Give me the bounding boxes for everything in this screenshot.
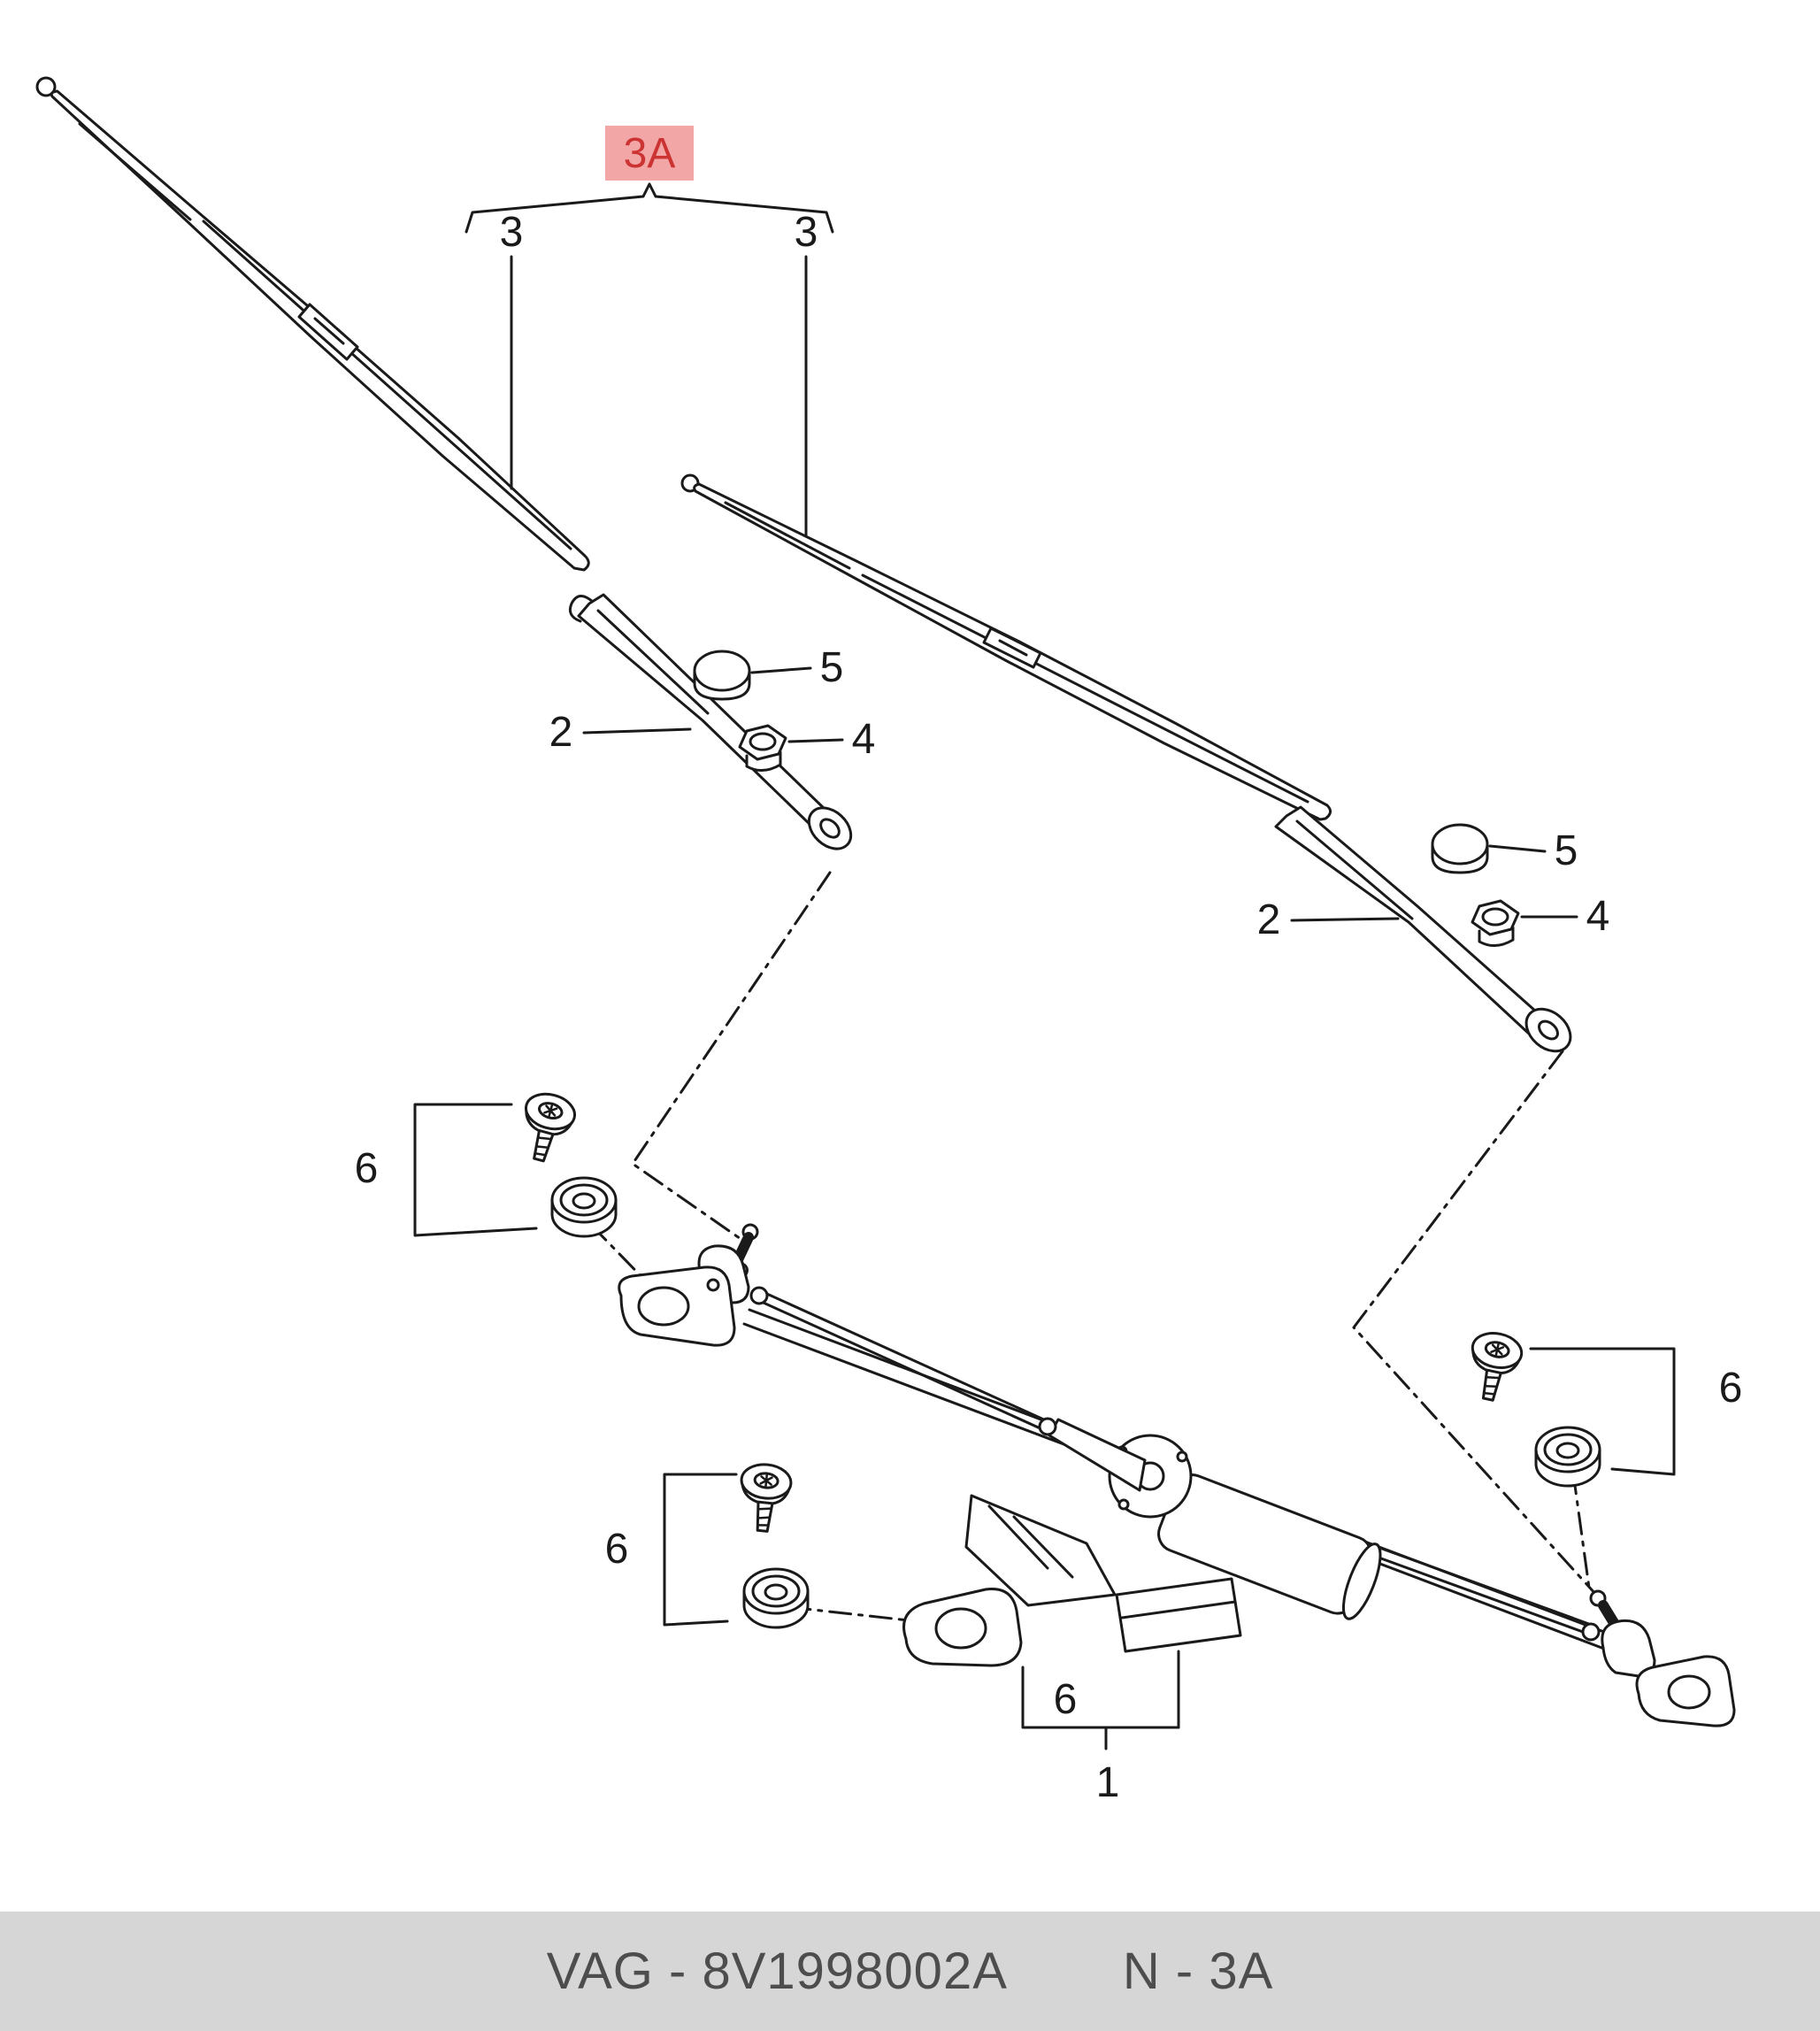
callout-arm-right[interactable]: 2 bbox=[1257, 896, 1281, 943]
fastener-set-lower-left bbox=[663, 1460, 810, 1629]
highlight-box[interactable] bbox=[605, 126, 694, 181]
rubber-grommet bbox=[550, 1176, 618, 1238]
callout-arm-left[interactable]: 2 bbox=[549, 709, 573, 756]
linkage-assembly bbox=[618, 1223, 1736, 1727]
callout-fastener-upper-left[interactable]: 6 bbox=[355, 1145, 379, 1192]
rubber-grommet bbox=[1534, 1426, 1601, 1488]
callout-leader-lines bbox=[510, 255, 1578, 922]
callout-fastener-center[interactable]: 6 bbox=[1054, 1676, 1078, 1723]
pivot-cap-right bbox=[1431, 823, 1489, 874]
callout-blade-right[interactable]: 3 bbox=[795, 209, 818, 256]
mounting-screw bbox=[1461, 1327, 1526, 1406]
callout-cap-left[interactable]: 5 bbox=[820, 644, 844, 691]
callout-fastener-right[interactable]: 6 bbox=[1719, 1365, 1743, 1412]
wiper-blade-left bbox=[35, 76, 590, 572]
wiper-arm-right bbox=[1274, 805, 1572, 1053]
rubber-grommet bbox=[742, 1567, 810, 1629]
footer-section-code: N - 3A bbox=[1122, 1943, 1274, 2000]
wiper-arm-left bbox=[568, 593, 853, 850]
group-bracket-3a bbox=[465, 182, 834, 234]
callout-nut-right[interactable]: 4 bbox=[1586, 893, 1610, 940]
wiper-system-diagram: 3A 3 3 2 2 5 5 4 4 6 6 6 6 1 bbox=[35, 76, 1743, 1806]
callout-blade-left[interactable]: 3 bbox=[500, 209, 524, 256]
group-label-3a[interactable]: 3A bbox=[605, 126, 694, 181]
wiper-blade-right bbox=[680, 473, 1332, 821]
callout-nut-left[interactable]: 4 bbox=[852, 716, 876, 763]
fastener-set-upper-left bbox=[413, 1087, 618, 1238]
fastener-set-right bbox=[1461, 1327, 1676, 1488]
pivot-cap-left bbox=[693, 650, 751, 701]
reference-lines bbox=[589, 871, 1598, 1623]
callout-labels: 3 3 2 2 5 5 4 4 6 6 6 6 1 bbox=[355, 209, 1743, 1806]
hex-nut-right bbox=[1471, 899, 1520, 947]
callout-linkage[interactable]: 1 bbox=[1096, 1759, 1120, 1806]
hex-nut-left bbox=[738, 724, 787, 772]
mounting-screw bbox=[511, 1087, 580, 1167]
parts-diagram-canvas: 3A 3 3 2 2 5 5 4 4 6 6 6 6 1 bbox=[35, 76, 1743, 1806]
footer-bar: VAG - 8V1998002A N - 3A bbox=[0, 1912, 1820, 2031]
callout-fastener-lower-left[interactable]: 6 bbox=[605, 1526, 629, 1573]
mounting-screw bbox=[734, 1460, 795, 1535]
group-label-text[interactable]: 3A bbox=[624, 130, 676, 177]
footer-catalog-code: VAG - 8V1998002A bbox=[546, 1943, 1008, 2000]
callout-cap-right[interactable]: 5 bbox=[1555, 827, 1578, 874]
assembly-bracket bbox=[1021, 1650, 1180, 1750]
